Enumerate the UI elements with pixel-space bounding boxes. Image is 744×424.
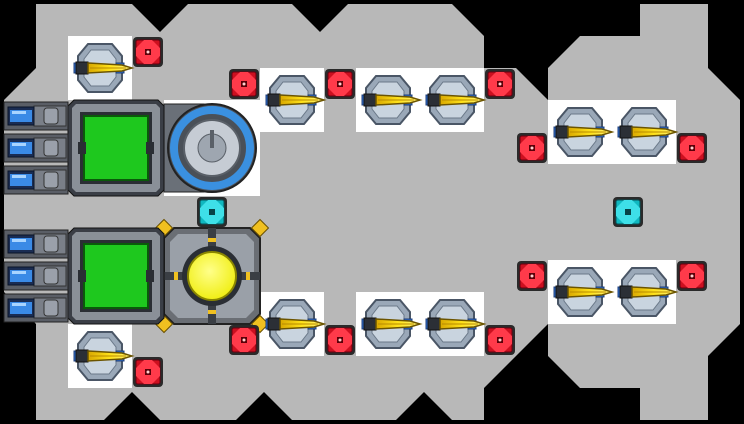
reactor-core-icon[interactable] — [154, 218, 270, 334]
red-module-icon[interactable] — [677, 133, 707, 163]
turret-icon[interactable] — [553, 107, 615, 157]
cyan-module-icon[interactable] — [197, 197, 227, 227]
turret-icon[interactable] — [73, 331, 135, 381]
red-module-icon[interactable] — [485, 69, 515, 99]
turret-icon[interactable] — [265, 75, 327, 125]
red-module-icon[interactable] — [325, 69, 355, 99]
thruster-icon[interactable] — [3, 261, 69, 291]
thruster-icon[interactable] — [3, 293, 69, 323]
thruster-icon[interactable] — [3, 101, 69, 131]
thruster-icon[interactable] — [3, 165, 69, 195]
turret-icon[interactable] — [361, 299, 423, 349]
generator-icon[interactable] — [67, 227, 165, 325]
turret-icon[interactable] — [425, 299, 487, 349]
turret-icon[interactable] — [265, 299, 327, 349]
red-module-icon[interactable] — [517, 133, 547, 163]
turret-icon[interactable] — [553, 267, 615, 317]
turret-icon[interactable] — [425, 75, 487, 125]
turret-icon[interactable] — [617, 267, 679, 317]
turret-icon[interactable] — [617, 107, 679, 157]
turret-icon[interactable] — [73, 43, 135, 93]
thruster-icon[interactable] — [3, 133, 69, 163]
turret-icon[interactable] — [361, 75, 423, 125]
red-module-icon[interactable] — [485, 325, 515, 355]
red-module-icon[interactable] — [677, 261, 707, 291]
thruster-icon[interactable] — [3, 229, 69, 259]
red-module-icon[interactable] — [325, 325, 355, 355]
generator-icon[interactable] — [67, 99, 165, 197]
red-module-icon[interactable] — [133, 357, 163, 387]
cyan-module-icon[interactable] — [613, 197, 643, 227]
red-module-icon[interactable] — [517, 261, 547, 291]
red-module-icon[interactable] — [133, 37, 163, 67]
shield-dome-icon[interactable] — [163, 103, 257, 193]
red-module-icon[interactable] — [229, 69, 259, 99]
red-module-icon[interactable] — [229, 325, 259, 355]
